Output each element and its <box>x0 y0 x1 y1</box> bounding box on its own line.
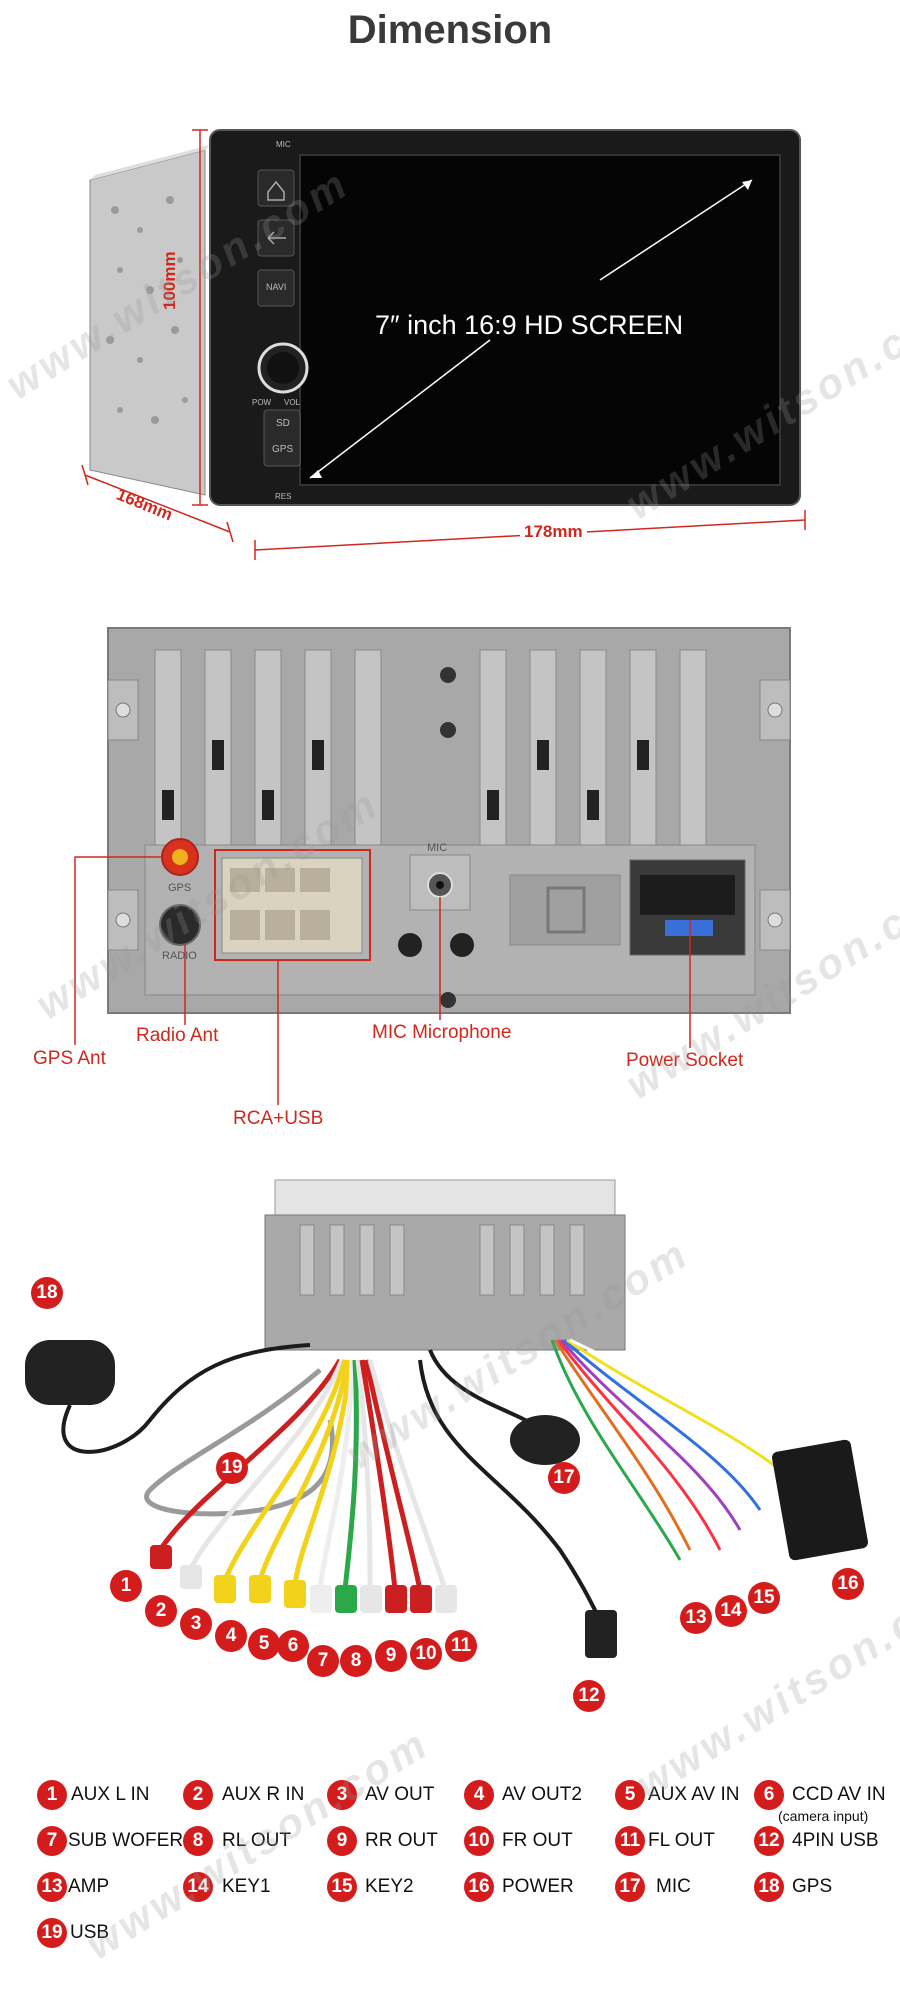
res-label: RES <box>275 492 292 501</box>
radio-ant-label: Radio Ant <box>136 1025 219 1046</box>
legend-label-3: AV OUT <box>365 1784 435 1805</box>
legend-label-8: RL OUT <box>222 1830 291 1851</box>
legend-num-1: 1 <box>37 1780 67 1810</box>
rear-panel-photo: GPS RADIO MIC GPS Ant Radio Ant MIC Micr… <box>0 620 900 1140</box>
legend-num-16: 16 <box>464 1872 494 1902</box>
legend-label-5: AUX AV IN <box>648 1784 740 1805</box>
callout-10: 10 <box>410 1638 442 1670</box>
mic-microphone-label: MIC Microphone <box>372 1022 512 1043</box>
legend-num-18: 18 <box>754 1872 784 1902</box>
callout-12: 12 <box>573 1680 605 1712</box>
callout-14: 14 <box>715 1595 747 1627</box>
legend-label-18: GPS <box>792 1876 833 1897</box>
legend-sublabel-6: (camera input) <box>778 1808 869 1824</box>
callout-13: 13 <box>680 1602 712 1634</box>
screen-text: 7″ inch 16:9 HD SCREEN <box>375 310 684 340</box>
callout-9: 9 <box>375 1640 407 1672</box>
legend-label-14: KEY1 <box>222 1876 271 1897</box>
callout-19: 19 <box>216 1452 248 1484</box>
legend-num-13: 13 <box>37 1872 67 1902</box>
callout-4: 4 <box>215 1620 247 1652</box>
pow-label: POW <box>252 398 272 407</box>
rear-panel-illustration <box>74 627 791 1105</box>
legend-label-15: KEY2 <box>365 1876 414 1897</box>
legend-label-10: FR OUT <box>502 1830 573 1851</box>
callout-8: 8 <box>340 1645 372 1677</box>
legend-label-4: AV OUT2 <box>502 1784 582 1805</box>
legend-num-5: 5 <box>615 1780 645 1810</box>
navi-label: NAVI <box>266 282 287 292</box>
legend-label-11: FL OUT <box>648 1830 715 1851</box>
radio-print: RADIO <box>162 950 197 962</box>
callout-6: 6 <box>277 1630 309 1662</box>
legend-label-6: CCD AV IN <box>792 1784 886 1805</box>
legend-num-2: 2 <box>183 1780 213 1810</box>
callout-16: 16 <box>832 1568 864 1600</box>
legend-label-13: AMP <box>68 1876 110 1897</box>
callout-5: 5 <box>248 1628 280 1660</box>
gps-print: GPS <box>168 882 192 894</box>
legend-label-19: USB <box>70 1922 110 1943</box>
vol-label: VOL <box>284 398 301 407</box>
callout-2: 2 <box>145 1595 177 1627</box>
dimension-illustration <box>81 129 806 560</box>
gps-ant-label: GPS Ant <box>33 1048 106 1069</box>
callout-15: 15 <box>748 1582 780 1614</box>
mic-label: MIC <box>276 140 291 149</box>
legend-num-8: 8 <box>183 1826 213 1856</box>
legend-num-9: 9 <box>327 1826 357 1856</box>
callout-18: 18 <box>31 1277 63 1309</box>
gps-label: GPS <box>272 444 294 455</box>
legend-num-14: 14 <box>183 1872 213 1902</box>
legend-label-17: MIC <box>656 1876 691 1897</box>
callout-11: 11 <box>445 1630 477 1662</box>
legend-num-19: 19 <box>37 1918 67 1948</box>
rca-usb-label: RCA+USB <box>233 1108 324 1129</box>
legend-num-7: 7 <box>37 1826 67 1856</box>
legend-num-6: 6 <box>754 1780 784 1810</box>
cable-photo: 18 19 17 1 2 3 4 5 6 7 8 9 10 11 12 13 1… <box>0 1170 900 1730</box>
legend: 1 AUX L IN 2 AUX R IN 3 AV OUT 4 AV OUT2… <box>0 1770 900 1990</box>
legend-label-16: POWER <box>502 1876 574 1897</box>
legend-label-9: RR OUT <box>365 1830 438 1851</box>
cable-illustration <box>25 1179 868 1658</box>
callout-3: 3 <box>180 1608 212 1640</box>
legend-num-3: 3 <box>327 1780 357 1810</box>
legend-num-12: 12 <box>754 1826 784 1856</box>
callout-7: 7 <box>307 1645 339 1677</box>
legend-label-2: AUX R IN <box>222 1784 305 1805</box>
page-title: Dimension <box>347 8 553 52</box>
sd-label: SD <box>276 418 290 429</box>
legend-label-7: SUB WOFER <box>68 1830 184 1851</box>
legend-num-17: 17 <box>615 1872 645 1902</box>
mic-print: MIC <box>427 842 448 854</box>
width-label: 178mm <box>520 522 587 542</box>
legend-num-15: 15 <box>327 1872 357 1902</box>
callout-1: 1 <box>110 1570 142 1602</box>
power-socket-label: Power Socket <box>626 1050 744 1071</box>
legend-label-12: 4PIN USB <box>792 1830 879 1851</box>
height-label: 100mm <box>160 251 179 310</box>
legend-num-4: 4 <box>464 1780 494 1810</box>
callout-17: 17 <box>548 1462 580 1494</box>
legend-label-1: AUX L IN <box>71 1784 150 1805</box>
legend-num-10: 10 <box>464 1826 494 1856</box>
dimension-photo: MIC NAVI POW VOL SD GPS RES 7″ inch 16:9… <box>0 100 900 600</box>
legend-num-11: 11 <box>615 1826 645 1856</box>
